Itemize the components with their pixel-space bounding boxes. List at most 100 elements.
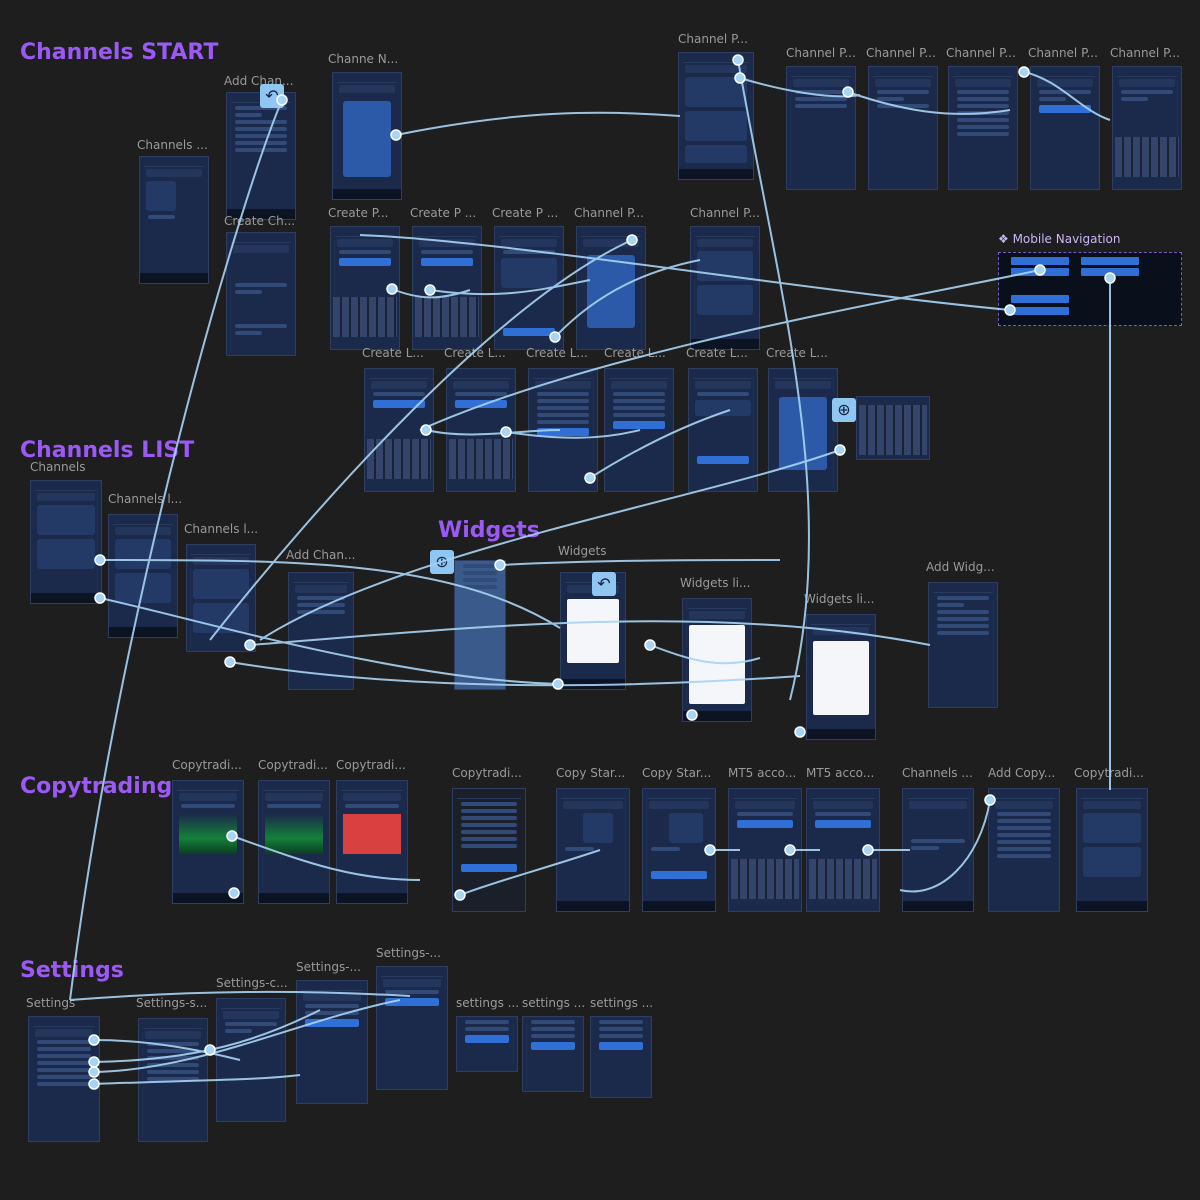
frame-label: Channel P... [690, 206, 760, 220]
back-arrow-icon[interactable]: ↶ [592, 572, 616, 596]
frame-label: Widgets li... [680, 576, 751, 590]
frame-label: Channels l... [184, 522, 259, 536]
screen-add-channel[interactable] [226, 92, 296, 220]
frame-label: Channels l... [108, 492, 183, 506]
frame-label: Channels ... [902, 766, 973, 780]
frame-label: Channel P... [574, 206, 644, 220]
screen-channels-empty[interactable] [139, 156, 209, 284]
section-title-channels-start: Channels START [20, 40, 219, 65]
frame-label: settings ... [522, 996, 586, 1010]
screen-settings-fullname[interactable] [376, 966, 448, 1090]
frame-label: Create P... [328, 206, 389, 220]
screen-channels-copytrading[interactable] [902, 788, 974, 912]
frame-label: settings ... [456, 996, 520, 1010]
screen-channel-page-2[interactable] [690, 226, 760, 350]
frame-label: settings ... [590, 996, 654, 1010]
frame-label: Create Ch... [224, 214, 296, 228]
screen-create-local-2[interactable] [446, 368, 516, 492]
screen-settings[interactable] [28, 1016, 100, 1142]
screen-settings-password[interactable] [590, 1016, 652, 1098]
frame-label: Channels [30, 460, 86, 474]
frame-label: Channel P... [1028, 46, 1098, 60]
screen-copytrading-program[interactable] [1076, 788, 1148, 912]
widgets-sidebar-panel[interactable] [454, 560, 506, 690]
frame-label: Settings [26, 996, 76, 1010]
frame-label: Channels ... [137, 138, 208, 152]
keyboard-panel[interactable] [856, 396, 930, 460]
screen-create-local-1[interactable] [364, 368, 434, 492]
frame-label: MT5 acco... [806, 766, 875, 780]
frame-label: Widgets [558, 544, 607, 558]
screen-channel-settings-3[interactable] [948, 66, 1018, 190]
screen-copytrading-1[interactable] [172, 780, 244, 904]
frame-label: Create P ... [410, 206, 477, 220]
frame-label: Channel P... [866, 46, 936, 60]
frame-label: Channel P... [946, 46, 1016, 60]
frame-label: Add Chan... [286, 548, 356, 562]
frame-label: Copy Star... [642, 766, 712, 780]
screen-channel-public-created[interactable] [576, 226, 646, 350]
frame-label: Copytradi... [172, 758, 242, 772]
screen-copytrading-terms[interactable] [452, 788, 526, 912]
widget-add-icon[interactable]: ⊕ [832, 398, 856, 422]
widget-add-icon[interactable]: ⊕ [430, 550, 454, 574]
screen-channel-settings-2[interactable] [868, 66, 938, 190]
screen-copytrading-2[interactable] [258, 780, 330, 904]
screen-add-widget[interactable] [928, 582, 998, 708]
screen-settings-support[interactable] [522, 1016, 584, 1092]
frame-label: Create L... [686, 346, 748, 360]
frame-label: MT5 acco... [728, 766, 797, 780]
screen-channel-page[interactable] [678, 52, 754, 180]
frame-label: Copy Star... [556, 766, 626, 780]
screen-copytrading-3[interactable] [336, 780, 408, 904]
section-title-copytrading: Copytrading [20, 774, 173, 799]
screen-channel-settings-5[interactable] [1112, 66, 1182, 190]
frame-label: Channel P... [678, 32, 748, 46]
back-arrow-icon[interactable]: ↶ [260, 84, 284, 108]
screen-local-created[interactable] [768, 368, 838, 492]
frame-label: Channel P... [786, 46, 856, 60]
screen-create-channel[interactable] [226, 232, 296, 356]
frame-label: Copytradi... [336, 758, 406, 772]
mobile-navigation-component[interactable] [998, 252, 1182, 326]
frame-label: Widgets li... [804, 592, 875, 606]
screen-create-public-3[interactable] [494, 226, 564, 350]
frame-label: Create L... [444, 346, 506, 360]
screen-channels-list-2[interactable] [108, 514, 178, 638]
screen-create-local-3[interactable] [528, 368, 598, 492]
frame-label: Copytradi... [452, 766, 522, 780]
screen-mt5-account-2[interactable] [806, 788, 880, 912]
frame-label: Settings-... [376, 946, 441, 960]
screen-channels-list[interactable] [30, 480, 102, 604]
frame-label: Create P ... [492, 206, 559, 220]
screen-mt5-account-1[interactable] [728, 788, 802, 912]
screen-settings-phone[interactable] [456, 1016, 518, 1072]
screen-create-public-1[interactable] [330, 226, 400, 350]
screen-channels-list-3[interactable] [186, 544, 256, 652]
frame-label: Create L... [362, 346, 424, 360]
screen-copy-start-1[interactable] [556, 788, 630, 912]
screen-add-copytrading[interactable] [988, 788, 1060, 912]
screen-copy-start-2[interactable] [642, 788, 716, 912]
mobile-navigation-label: ❖ Mobile Navigation [998, 232, 1121, 246]
frame-label: Add Widg... [926, 560, 995, 574]
frame-label: Copytradi... [1074, 766, 1144, 780]
screen-add-channel-2[interactable] [288, 572, 354, 690]
screen-settings-subscriptions[interactable] [138, 1018, 208, 1142]
screen-settings-username[interactable] [296, 980, 368, 1104]
frame-label: Create L... [604, 346, 666, 360]
screen-channel-settings-4[interactable] [1030, 66, 1100, 190]
screen-settings-email[interactable] [216, 998, 286, 1122]
screen-create-local-5[interactable] [688, 368, 758, 492]
screen-create-local-4[interactable] [604, 368, 674, 492]
screen-create-public-2[interactable] [412, 226, 482, 350]
screen-channel-new[interactable] [332, 72, 402, 200]
frame-label: Settings-... [296, 960, 361, 974]
frame-label: Copytradi... [258, 758, 328, 772]
section-title-widgets: Widgets [438, 518, 540, 543]
screen-widgets-list-2[interactable] [806, 614, 876, 740]
screen-channel-settings-1[interactable] [786, 66, 856, 190]
section-title-settings: Settings [20, 958, 124, 983]
frame-label: Settings-c... [216, 976, 288, 990]
screen-widgets-list-1[interactable] [682, 598, 752, 722]
